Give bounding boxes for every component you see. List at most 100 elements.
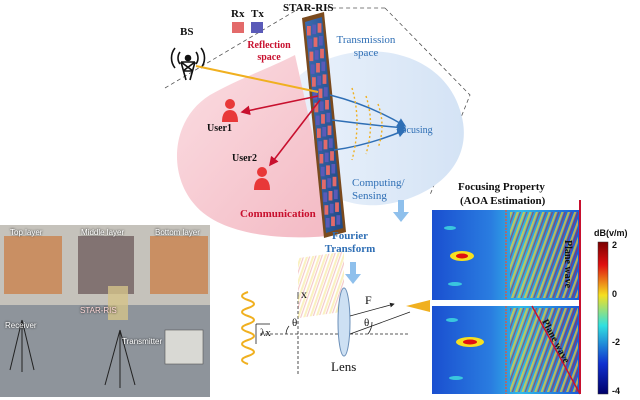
transmission-region [300,51,464,206]
ris-cell [314,102,319,113]
ris-cell [317,128,321,138]
perspective-frame [164,7,471,196]
ris-cell [327,178,332,188]
wavelength-label: λx [260,327,271,339]
computing-arrow [393,200,409,222]
ris-cell [330,151,334,161]
ris-cell [331,216,335,227]
ris-cell [322,127,327,137]
ris-cell [328,138,333,148]
ris-cell [327,125,332,136]
input-wave [241,291,255,365]
ris-cell [320,48,324,59]
theta-label-right: θ [364,317,370,329]
ris-cell [331,164,336,174]
photo-transmitter: Transmitter [122,337,163,346]
star-ris-panel [302,12,346,238]
photo-bottom-layer: Bottom layer [155,228,200,237]
aoa-estimation-title: (AOA Estimation) [460,195,546,207]
photo-top-layer: Top layer [10,228,43,237]
tx-swatch [251,22,263,33]
ris-cell [325,100,329,110]
user1-icon [222,99,238,122]
ris-cell [312,77,316,87]
ris-cell [320,166,325,177]
user2-icon [254,167,270,190]
ris-cell [328,191,333,201]
ris-cell [323,192,328,202]
ris-cell [317,75,322,86]
computing-sensing-label: Computing/ Sensing [352,177,405,203]
ris-cell [326,112,331,123]
ris-cell [313,90,318,100]
ris-cell [307,26,311,36]
ris-cell [319,154,324,164]
star-ris-label: STAR-RIS [283,2,334,14]
focusing-property-title: Focusing Property [458,181,545,193]
ris-cell [325,218,330,228]
bs-signal-line [195,65,319,93]
plane-wave-label-top: Plane wave [562,240,573,289]
ris-cell [324,152,329,163]
ris-cell [332,176,337,187]
fourier-transform-label: Fourier Transform [324,230,376,256]
ris-cell [312,24,317,35]
reflection-space-label: Reflection space [247,40,291,63]
photo-star-ris: STAR-RIS [80,306,117,315]
user2-label: User2 [232,153,257,164]
ris-cell [323,87,328,97]
ris-cell [316,63,320,73]
ris-cell [326,165,330,175]
ris-cells [307,23,341,228]
bs-label: BS [180,26,194,38]
transmission-arrows [329,94,407,151]
colorbar-unit: dB(v/m) [594,228,628,238]
user1-label: User1 [207,123,232,134]
focusing-wavefronts [351,87,383,161]
ris-cell [322,74,327,84]
ris-cell [322,179,326,190]
ris-cell [321,114,325,124]
ris-cell [318,88,323,99]
ris-cell [319,101,324,111]
x-axis-label: x [301,287,307,301]
colorbar-tick: -4 [612,386,621,396]
ris-cell [324,205,329,215]
bs-tower-icon [170,47,206,81]
photo-receiver: Receiver [5,321,37,330]
tx-label: Tx [251,8,264,20]
ris-cell [308,38,313,49]
lens-shape [337,287,351,357]
lens-label: Lens [331,359,357,374]
ris-cell [310,64,315,74]
focal-length-label: F [365,293,372,307]
communication-label: Communication [240,208,316,220]
colorbar-tick: 0 [612,289,618,299]
ris-cell [309,51,314,62]
ris-cell [323,139,328,150]
theta-label-left: θ [292,317,298,329]
ris-cell [317,23,322,33]
fourier-arrow [345,262,361,284]
ris-cell [314,50,319,60]
colorbar [597,241,609,395]
ris-cell [313,37,318,47]
rx-label: Rx [231,8,245,20]
colorbar-tick: -2 [612,337,621,347]
ris-cell [333,189,338,200]
ris-cell [336,215,341,225]
ris-cell [318,141,323,151]
reflection-arrows [240,95,321,167]
colorbar-tick: 2 [612,240,618,250]
focusing-label: Focusing [396,125,433,136]
ris-cell [318,36,323,46]
experiment-photo [0,225,210,397]
ris-cell [335,202,339,212]
ris-cell [329,203,334,214]
photo-middle-layer: Middle layer [81,228,125,237]
rx-swatch [232,22,244,33]
ris-cell [321,61,326,72]
ris-cell [315,115,320,126]
